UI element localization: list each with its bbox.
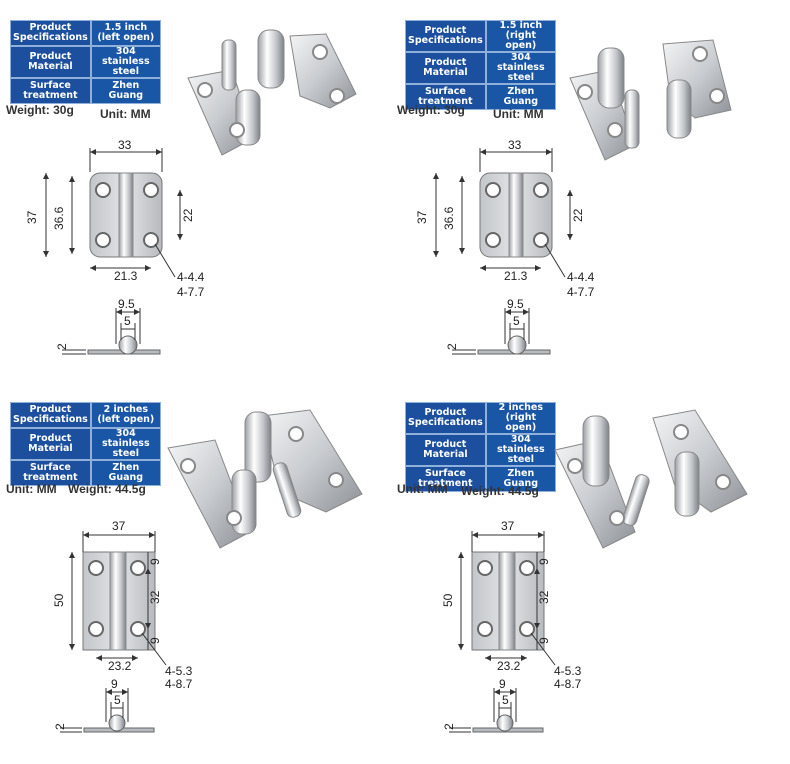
dim-height-inner: 36.6 <box>442 206 456 230</box>
dim-width: 37 <box>501 519 515 533</box>
spec-value: 1.5 inch (right open) <box>485 20 556 52</box>
unit-label: Unit: MM <box>493 107 544 121</box>
dim-thickness: 2 <box>55 343 69 350</box>
dim-base: 21.3 <box>114 269 138 283</box>
side-view: 9.5 5 2 <box>445 297 551 355</box>
hinge-photo <box>554 409 748 549</box>
dim-side-width: 9 <box>111 677 118 691</box>
hinge-drawing: 37 50 9 32 9 23.2 4-5.3 4-8.7 9 5 2 <box>441 409 748 733</box>
material-value: 304 stainless steel <box>485 52 556 84</box>
unit-label: Unit: MM <box>100 107 151 121</box>
dim-height-outer: 50 <box>441 593 455 607</box>
weight-label: Weight: 44.5g <box>461 484 539 498</box>
spec-key: Product Specifications <box>405 20 486 52</box>
material-value: 304 stainless steel <box>485 434 556 466</box>
dim-thickness: 2 <box>53 723 67 730</box>
material-value: 304 stainless steel <box>90 46 161 78</box>
dim-hole-b: 4-7.7 <box>177 285 205 299</box>
dim-width: 33 <box>118 138 132 152</box>
material-key: Product Material <box>405 434 486 466</box>
dim-height-inner: 36.6 <box>52 206 66 230</box>
spec-table: Product Specifications 1.5 inch (right o… <box>405 20 556 110</box>
unit-label: Unit: MM <box>397 482 448 496</box>
dim-edge-bottom: 9 <box>537 637 551 644</box>
side-view: 9.5 5 2 <box>55 297 161 355</box>
dim-height-outer: 50 <box>52 593 66 607</box>
material-value: 304 stainless steel <box>90 428 161 460</box>
material-key: Product Material <box>10 428 91 460</box>
dim-hole-a: 4-4.4 <box>177 270 205 284</box>
dim-side-inner: 5 <box>513 314 520 328</box>
material-key: Product Material <box>10 46 91 78</box>
dim-height-outer: 37 <box>415 210 429 224</box>
dim-hole-b: 4-8.7 <box>165 677 193 691</box>
dim-side-inner: 5 <box>114 693 121 707</box>
spec-table: Product Specifications 1.5 inch (left op… <box>10 20 161 104</box>
spec-key: Product Specifications <box>10 402 91 428</box>
surface-key: Surface treatment <box>10 460 91 486</box>
dim-hole-a: 4-4.4 <box>567 270 595 284</box>
dim-side-inner: 5 <box>502 693 509 707</box>
dim-side-width: 9 <box>499 677 506 691</box>
surface-key: Surface treatment <box>405 84 486 110</box>
dim-base: 23.2 <box>108 659 132 673</box>
hinge-photo <box>569 39 732 161</box>
front-view: 33 37 36.6 22 21.3 4-4.4 4-7.7 <box>25 138 205 299</box>
dim-side-inner: 5 <box>124 314 131 328</box>
dim-width: 33 <box>508 138 522 152</box>
hinge-photo <box>187 29 357 156</box>
spec-key: Product Specifications <box>405 402 486 434</box>
panel-1-5-inch-left-open: Product Specifications 1.5 inch (left op… <box>0 0 395 382</box>
side-view: 9 5 2 <box>53 677 155 733</box>
dim-thickness: 2 <box>445 343 459 350</box>
unit-label: Unit: MM <box>6 482 57 496</box>
dim-hole-b: 4-7.7 <box>567 285 595 299</box>
spec-table: Product Specifications 2 inches (left op… <box>10 402 161 486</box>
hinge-drawing: 33 37 36.6 22 21.3 4-4.4 4-7.7 9.5 5 2 <box>415 39 732 355</box>
surface-value: Zhen Guang <box>90 460 161 486</box>
hinge-photo <box>167 409 363 549</box>
hinge-drawing: 33 37 36.6 22 21.3 4-4.4 4-7.7 9.5 5 2 <box>25 29 357 355</box>
surface-value: Zhen Guang <box>485 466 556 492</box>
surface-value: Zhen Guang <box>90 78 161 104</box>
dim-thickness: 2 <box>442 723 456 730</box>
surface-key: Surface treatment <box>10 78 91 104</box>
spec-value: 2 inches (left open) <box>90 402 161 428</box>
dim-base: 23.2 <box>497 659 521 673</box>
dim-base: 21.3 <box>504 269 528 283</box>
spec-value: 1.5 inch (left open) <box>90 20 161 46</box>
panel-1-5-inch-right-open: Product Specifications 1.5 inch (right o… <box>395 0 790 382</box>
dim-edge-bottom: 9 <box>148 637 162 644</box>
surface-key: Surface treatment <box>405 466 486 492</box>
panel-2-inch-right-open: Product Specifications 2 inches (right o… <box>395 382 790 764</box>
front-view: 37 50 9 32 9 23.2 4-5.3 4-8.7 <box>52 519 193 691</box>
dim-hole-gap: 22 <box>181 208 195 222</box>
weight-label: Weight: 30g <box>397 103 465 117</box>
weight-label: Weight: 30g <box>6 103 74 117</box>
dim-hole-gap: 32 <box>148 590 162 604</box>
dim-edge-top: 9 <box>537 558 551 565</box>
dim-hole-a: 4-5.3 <box>165 664 193 678</box>
hinge-drawing: 37 50 9 32 9 23.2 4-5.3 4-8.7 9 5 2 <box>52 409 363 733</box>
front-view: 33 37 36.6 22 21.3 4-4.4 4-7.7 <box>415 138 595 299</box>
side-view: 9 5 2 <box>442 677 544 733</box>
spec-key: Product Specifications <box>10 20 91 46</box>
dim-hole-gap: 22 <box>571 208 585 222</box>
dim-hole-a: 4-5.3 <box>554 664 582 678</box>
front-view: 37 50 9 32 9 23.2 4-5.3 4-8.7 <box>441 519 582 691</box>
spec-value: 2 inches (right open) <box>485 402 556 434</box>
dim-hole-gap: 32 <box>537 590 551 604</box>
panel-2-inch-left-open: Product Specifications 2 inches (left op… <box>0 382 395 764</box>
dim-side-width: 9.5 <box>507 297 524 311</box>
material-key: Product Material <box>405 52 486 84</box>
dim-hole-b: 4-8.7 <box>554 677 582 691</box>
surface-value: Zhen Guang <box>485 84 556 110</box>
dim-side-width: 9.5 <box>118 297 135 311</box>
dim-width: 37 <box>112 519 126 533</box>
dim-height-outer: 37 <box>25 210 39 224</box>
dim-edge-top: 9 <box>148 558 162 565</box>
spec-table: Product Specifications 2 inches (right o… <box>405 402 556 492</box>
weight-label: Weight: 44.5g <box>68 482 146 496</box>
